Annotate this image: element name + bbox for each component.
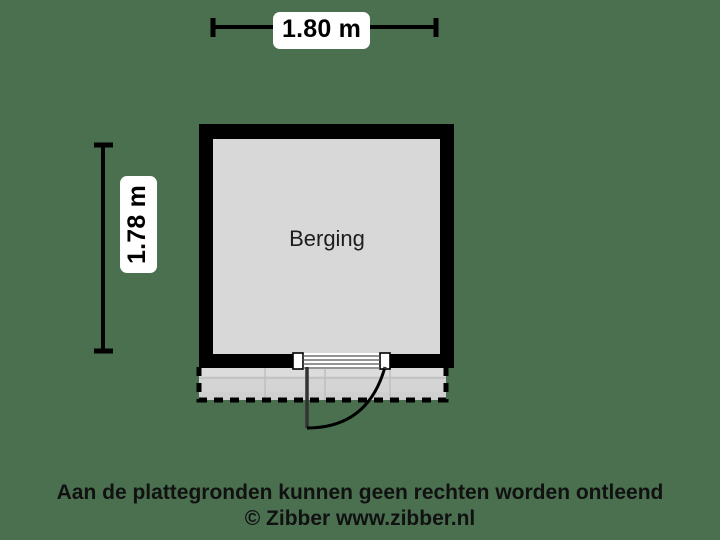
footer-disclaimer-text: Aan de plattegronden kunnen geen rechten… [56,481,664,504]
room-walls [199,124,454,368]
door-swing [305,366,387,430]
dimension-label-width: 1.80 m [273,12,371,49]
footer-disclaimer: Aan de plattegronden kunnen geen rechten… [0,480,720,532]
room-floor [213,139,440,354]
footer-copyright-text: © Zibber www.zibber.nl [244,507,476,530]
dimension-label-height: 1.78 m [120,175,158,274]
door-opening [292,352,391,370]
dimension-line-left [94,142,113,354]
room-label-berging: Berging [289,226,365,251]
terrace-area [196,367,449,403]
